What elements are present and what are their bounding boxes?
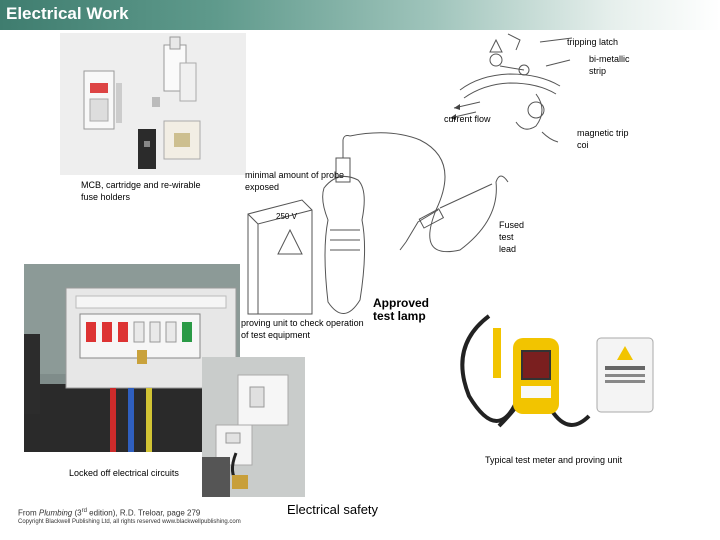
mcb-label: MCB, cartridge and re-wirable fuse holde… [81, 180, 201, 202]
mcb-mechanism-diagram [440, 30, 580, 148]
tripping-latch-label: tripping latch [567, 37, 619, 47]
isolator-switch-photo [202, 357, 305, 497]
magnetic-trip-label: magnetic trip coi [577, 128, 629, 150]
typical-meter-label: Typical test meter and proving unit [485, 455, 623, 465]
probe-label: minimal amount of probe exposed [245, 170, 345, 192]
voltage-label: 250 V [276, 212, 297, 221]
title-bar: Electrical Work [0, 0, 720, 30]
credit-line: From Plumbing (3rd edition), R.D. Treloa… [18, 508, 201, 518]
fused-lead-label: Fused test lead [499, 220, 525, 254]
footer-title: Electrical safety [287, 502, 379, 517]
approved-lamp-label: Approved test lamp [373, 296, 430, 323]
bimetallic-label: bi-metallic strip [589, 54, 630, 76]
test-meter-photo [439, 276, 667, 448]
current-flow-label: current flow [444, 114, 491, 124]
copyright-line: Copyright Blackwell Publishing Ltd, all … [18, 519, 241, 525]
slide-title: Electrical Work [6, 4, 129, 23]
test-lamp-diagram [240, 130, 540, 330]
mcb-fuse-holders-photo [60, 33, 246, 175]
proving-unit-label: proving unit to check operation of test … [241, 318, 364, 340]
locked-off-label: Locked off electrical circuits [69, 468, 179, 478]
